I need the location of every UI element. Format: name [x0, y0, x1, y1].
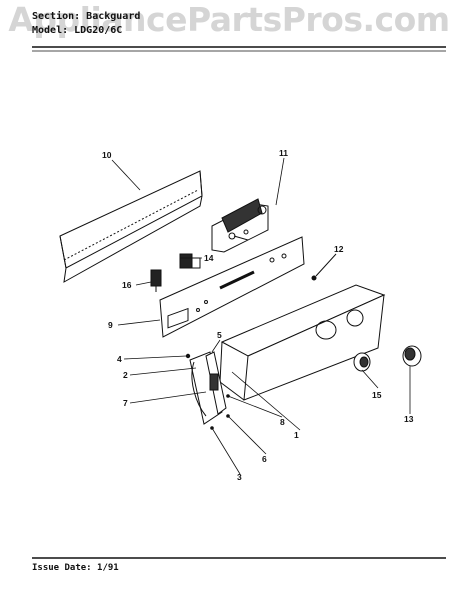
part-5-bracket [205, 351, 227, 415]
section-title: Section: Backguard [32, 11, 141, 22]
callout-7: 7 [123, 398, 128, 408]
callout-14: 14 [204, 253, 214, 263]
callout-5: 5 [217, 330, 222, 340]
callout-12: 12 [334, 244, 344, 254]
callout-8: 8 [280, 417, 285, 427]
part-16-switch [150, 269, 162, 292]
part-12-screw [311, 253, 337, 281]
part-10-top-cover [59, 170, 203, 283]
callout-9: 9 [108, 320, 113, 330]
part-4-clip [185, 353, 191, 359]
callout-16: 16 [122, 280, 132, 290]
part-2-bracket [189, 351, 223, 425]
part-9-panel [159, 236, 305, 338]
watermark-text: AppliancePartsPros.com [8, 0, 450, 39]
callout-10: 10 [102, 150, 112, 160]
part-1-console [219, 284, 386, 401]
model-title: Model: LDG20/6C [32, 25, 123, 36]
callout-2: 2 [123, 370, 128, 380]
callout-15: 15 [372, 390, 382, 400]
callout-1: 1 [294, 430, 299, 440]
part-15-knob [353, 352, 371, 372]
part-13-knob [402, 345, 422, 367]
callout-6: 6 [262, 454, 267, 464]
part-14-switch [179, 253, 201, 269]
leader-lines [111, 157, 411, 475]
callout-4: 4 [117, 354, 122, 364]
issue-date: Issue Date: 1/91 [32, 563, 119, 573]
callout-11: 11 [279, 148, 288, 158]
callout-3: 3 [237, 472, 242, 482]
part-11-control [211, 198, 269, 253]
callout-13: 13 [404, 414, 414, 424]
